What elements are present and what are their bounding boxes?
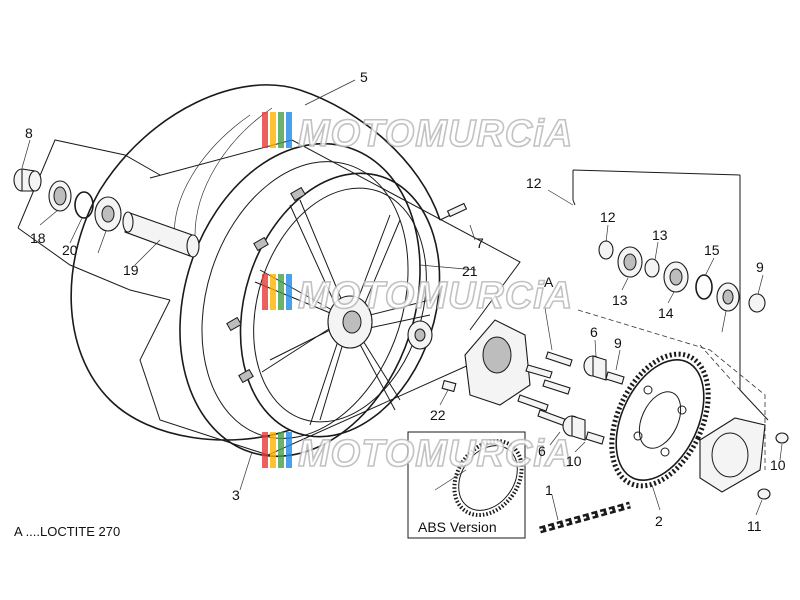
watermark-text: MOTOMURCiA <box>298 433 573 475</box>
callout-12: 12 <box>600 209 616 225</box>
leader-lines <box>21 79 783 521</box>
callout-labels: 5 8 18 20 19 7 21 12 12 13 15 9 13 14 A … <box>14 69 786 539</box>
bushes-and-nuts <box>562 355 625 445</box>
callout-6: 6 <box>538 443 546 459</box>
callout-13: 13 <box>612 292 628 308</box>
callout-16: 19 <box>123 262 139 278</box>
callout-7: 7 <box>476 235 484 251</box>
callout-17: 20 <box>62 242 78 258</box>
adhesive-marker: A <box>544 274 554 290</box>
callout-9: 10 <box>566 453 582 469</box>
callout-5: 5 <box>360 69 368 85</box>
callout-8: 8 <box>25 125 33 141</box>
watermark-logo-bottom: MOTOMURCiA <box>262 432 573 476</box>
abs-version-label: ABS Version <box>418 519 497 535</box>
callout-11: 12 <box>526 175 542 191</box>
callout-6: 6 <box>590 324 598 340</box>
tyre <box>70 84 441 441</box>
callout-12: 13 <box>652 227 668 243</box>
callout-8: 9 <box>756 259 764 275</box>
watermark-text: MOTOMURCiA <box>298 275 573 317</box>
flange-plate <box>699 417 789 500</box>
callout-10: 11 <box>747 518 762 534</box>
abs-tone-ring <box>452 438 524 518</box>
axle-parts <box>13 168 200 258</box>
watermark-logo-top: MOTOMURCiA <box>262 112 573 156</box>
callout-15: 18 <box>30 230 46 246</box>
watermark-text: MOTOMURCiA <box>298 113 573 155</box>
callout-18: 22 <box>430 407 446 423</box>
watermark-logo-middle: MOTOMURCiA <box>262 274 573 318</box>
callout-9: 9 <box>614 335 622 351</box>
loctite-note: A ....LOCTITE 270 <box>14 524 120 539</box>
callout-14: 15 <box>704 242 720 258</box>
abs-version-box <box>407 431 526 539</box>
callout-2: 2 <box>655 513 663 529</box>
callout-10: 10 <box>770 457 786 473</box>
callout-18: 21 <box>462 263 478 279</box>
watermark-group: MOTOMURCiA MOTOMURCiA MOTOMURCiA <box>262 112 573 476</box>
rear-sprocket <box>609 351 711 489</box>
callout-1: 1 <box>545 482 553 498</box>
drive-chain <box>539 501 631 534</box>
callout-13: 14 <box>658 305 674 321</box>
callout-3: 3 <box>232 487 240 503</box>
sprocket-carrier <box>407 319 573 427</box>
